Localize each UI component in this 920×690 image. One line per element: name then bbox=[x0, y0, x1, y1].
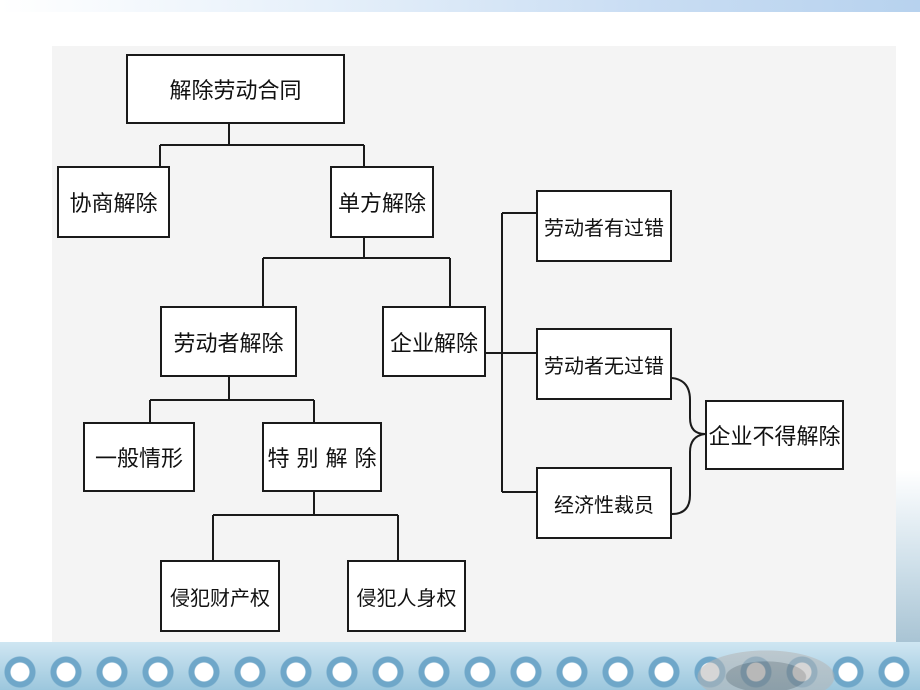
node-nofault-label: 劳动者无过错 bbox=[544, 353, 664, 378]
node-special-label: 特 别 解 除 bbox=[267, 447, 377, 472]
node-employer-label: 企业解除 bbox=[389, 331, 478, 357]
node-nofault: 劳动者无过错 bbox=[536, 328, 672, 400]
node-property-label: 侵犯财产权 bbox=[170, 585, 270, 610]
node-forbidden: 企业不得解除 bbox=[705, 400, 844, 470]
node-special: 特 别 解 除 bbox=[262, 422, 382, 492]
node-forbidden-label: 企业不得解除 bbox=[708, 425, 841, 450]
node-fault-label: 劳动者有过错 bbox=[544, 215, 664, 240]
top-gradient-bar bbox=[0, 0, 920, 12]
node-fault: 劳动者有过错 bbox=[536, 190, 672, 262]
node-layoff: 经济性裁员 bbox=[536, 467, 672, 539]
node-mutual-label: 协商解除 bbox=[69, 192, 158, 217]
node-personal: 侵犯人身权 bbox=[347, 560, 466, 632]
node-unilateral: 单方解除 bbox=[330, 166, 434, 238]
node-unilateral-label: 单方解除 bbox=[337, 192, 426, 217]
right-edge-decoration bbox=[896, 470, 920, 642]
node-root: 解除劳动合同 bbox=[126, 54, 345, 124]
node-general: 一般情形 bbox=[83, 422, 195, 492]
node-worker: 劳动者解除 bbox=[160, 306, 297, 377]
node-mutual: 协商解除 bbox=[57, 166, 170, 238]
node-property: 侵犯财产权 bbox=[160, 560, 280, 632]
node-root-label: 解除劳动合同 bbox=[169, 79, 302, 104]
node-general-label: 一般情形 bbox=[94, 447, 183, 472]
node-layoff-label: 经济性裁员 bbox=[554, 492, 654, 517]
node-worker-label: 劳动者解除 bbox=[173, 331, 284, 357]
node-employer: 企业解除 bbox=[382, 306, 486, 377]
node-personal-label: 侵犯人身权 bbox=[356, 585, 457, 610]
dragon-decoration bbox=[686, 646, 846, 690]
